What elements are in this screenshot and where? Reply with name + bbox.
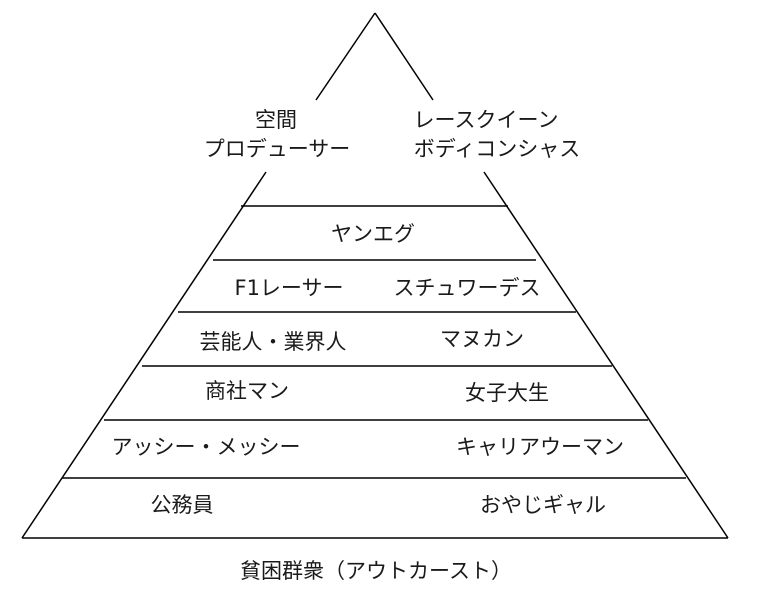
apex-left-label-line1: 空間 — [255, 108, 297, 132]
tier-3-left-label: 芸能人・業界人 — [200, 330, 347, 354]
apex-left-label-line2: プロデューサー — [204, 137, 351, 161]
pyramid-right-edge — [483, 171, 729, 539]
base-caption: 貧困群衆（アウトカースト） — [240, 559, 512, 583]
tier-2-left-label: F1レーサー — [234, 276, 343, 300]
apex-right-label-line2: ボディコンシャス — [414, 137, 581, 161]
pyramid-left-edge-top — [315, 12, 376, 101]
tier-1-label: ヤンエグ — [331, 222, 415, 246]
tier-2-right-label: スチュワーデス — [394, 276, 541, 300]
tier-3-right-label: マヌカン — [440, 327, 524, 351]
tier-6-left-label: 公務員 — [151, 493, 214, 517]
pyramid-left-edge — [21, 171, 267, 539]
tier-4-left-label: 商社マン — [205, 379, 289, 403]
apex-right-label-line1: レースクイーン — [414, 108, 559, 132]
tier-6-right-label: おやじギャル — [480, 493, 606, 517]
tier-4-right-label: 女子大生 — [465, 381, 549, 405]
pyramid-right-edge-top — [374, 12, 434, 101]
tier-5-right-label: キャリアウーマン — [456, 435, 624, 459]
tier-5-left-label: アッシー・メッシー — [112, 435, 301, 459]
